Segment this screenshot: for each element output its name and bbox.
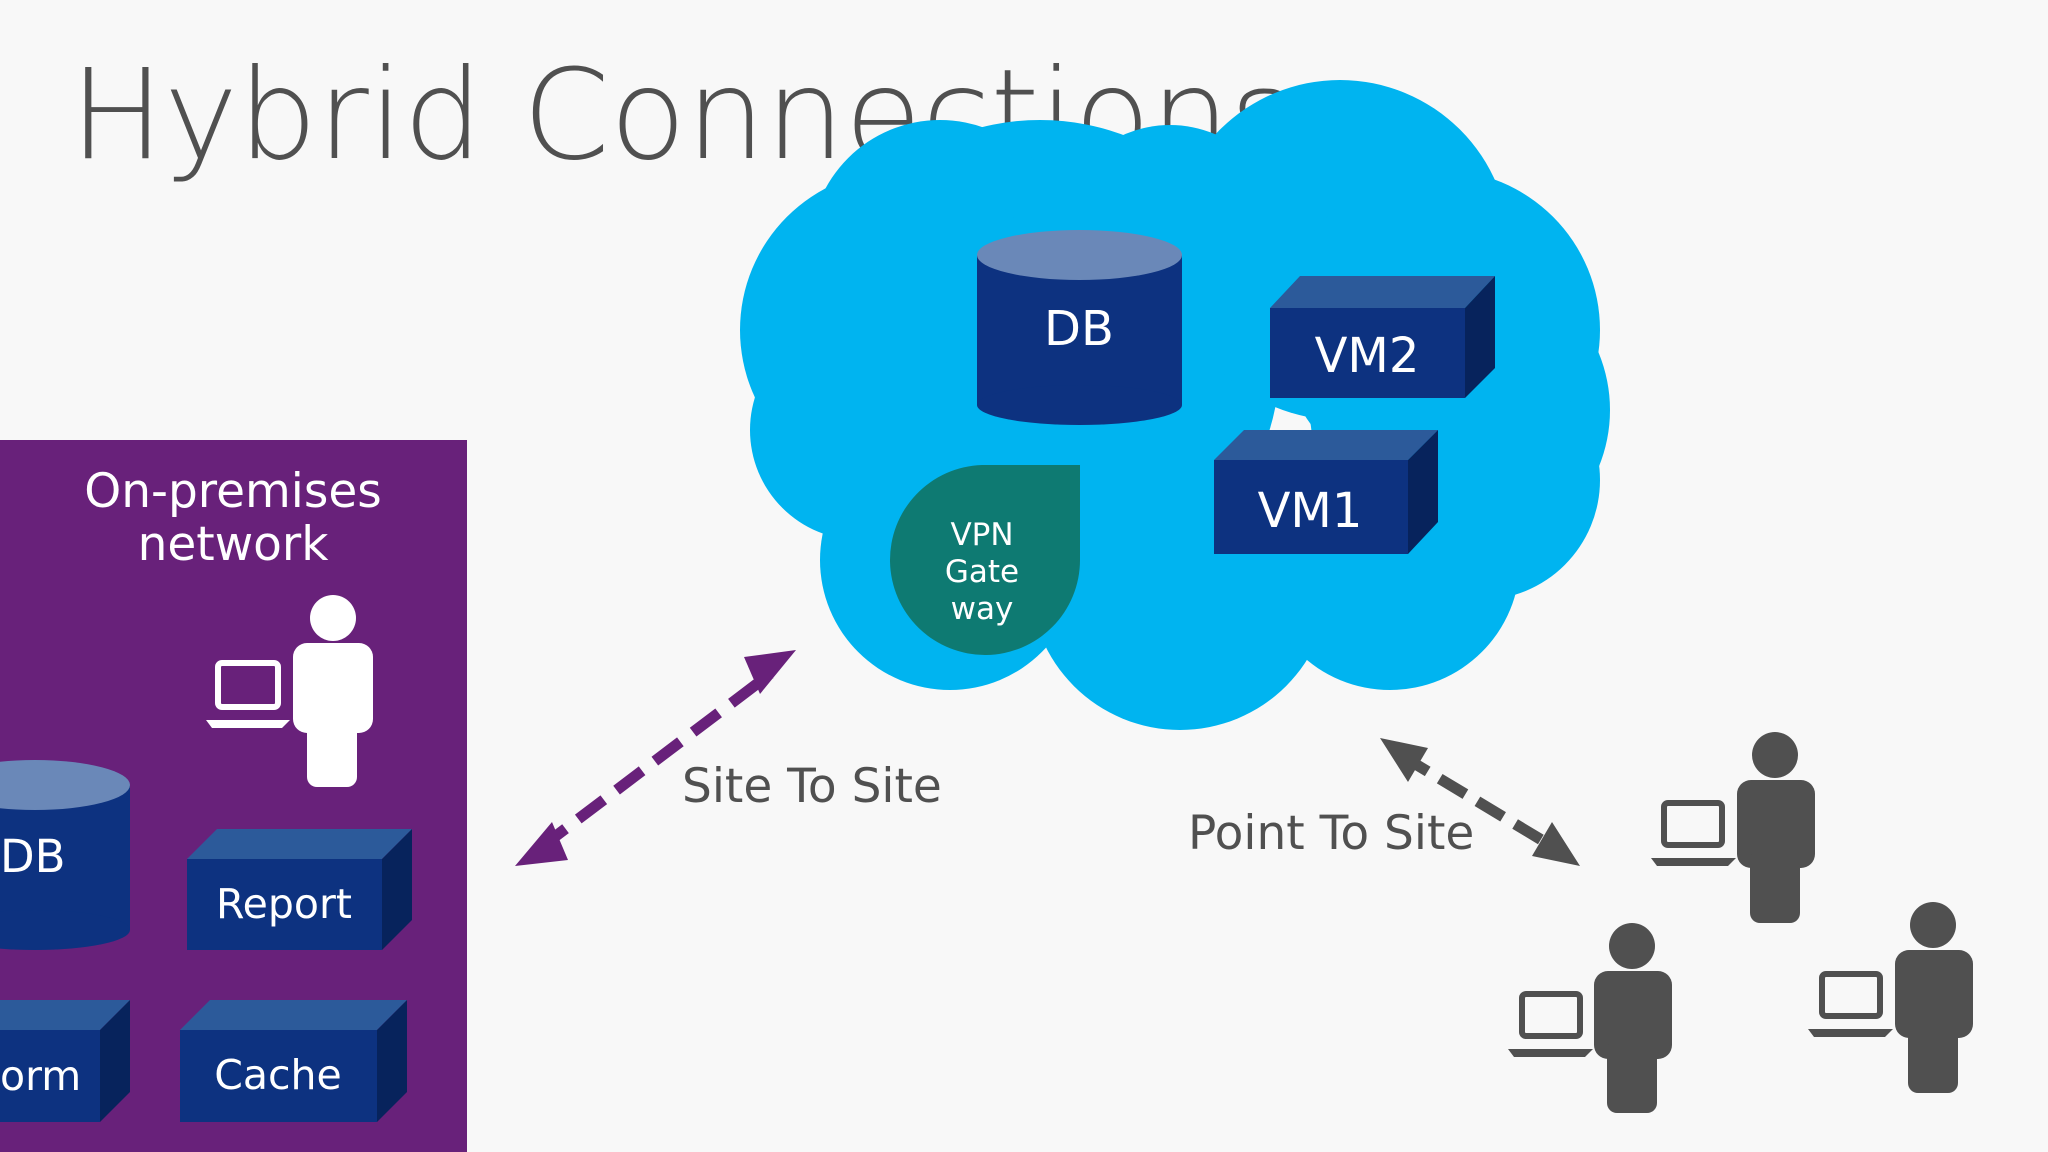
cloud-db-label: DB xyxy=(1044,301,1114,357)
on-premises-user-icon xyxy=(293,595,373,787)
remote-laptop-3-icon xyxy=(1808,971,1893,1037)
point-to-site-arrow-icon xyxy=(1380,738,1580,866)
cache-box-icon xyxy=(180,1000,407,1122)
report-label: Report xyxy=(216,880,352,928)
vpn-line-2: Gate xyxy=(945,554,1019,590)
on-premises-title-line-1: On-premises xyxy=(84,464,382,519)
vm2-label: VM2 xyxy=(1315,328,1420,384)
vm2-box-icon xyxy=(1270,276,1495,398)
cache-label: Cache xyxy=(214,1051,342,1099)
on-premises-database-icon xyxy=(0,760,130,950)
remote-user-3-icon xyxy=(1895,902,1973,1093)
vm1-box-icon xyxy=(1214,430,1438,554)
remote-laptop-2-icon xyxy=(1508,991,1593,1057)
form-label: orm xyxy=(0,1052,81,1100)
point-to-site-label: Point To Site xyxy=(1188,806,1474,861)
report-box-icon xyxy=(187,829,412,950)
form-box-icon xyxy=(0,1000,130,1122)
remote-user-1-icon xyxy=(1737,732,1815,923)
vpn-line-3: way xyxy=(951,591,1014,627)
cloud-database-icon xyxy=(977,230,1182,425)
site-to-site-arrow-icon xyxy=(515,650,796,866)
site-to-site-label: Site To Site xyxy=(682,759,942,814)
vpn-line-1: VPN xyxy=(950,517,1013,553)
remote-laptop-1-icon xyxy=(1651,800,1736,866)
vpn-gateway-icon xyxy=(890,465,1080,655)
on-premises-laptop-icon xyxy=(206,660,290,728)
on-premises-title-line-2: network xyxy=(138,517,330,572)
remote-user-2-icon xyxy=(1594,923,1672,1113)
on-premises-db-label: DB xyxy=(0,830,66,883)
vm1-label: VM1 xyxy=(1258,483,1363,539)
